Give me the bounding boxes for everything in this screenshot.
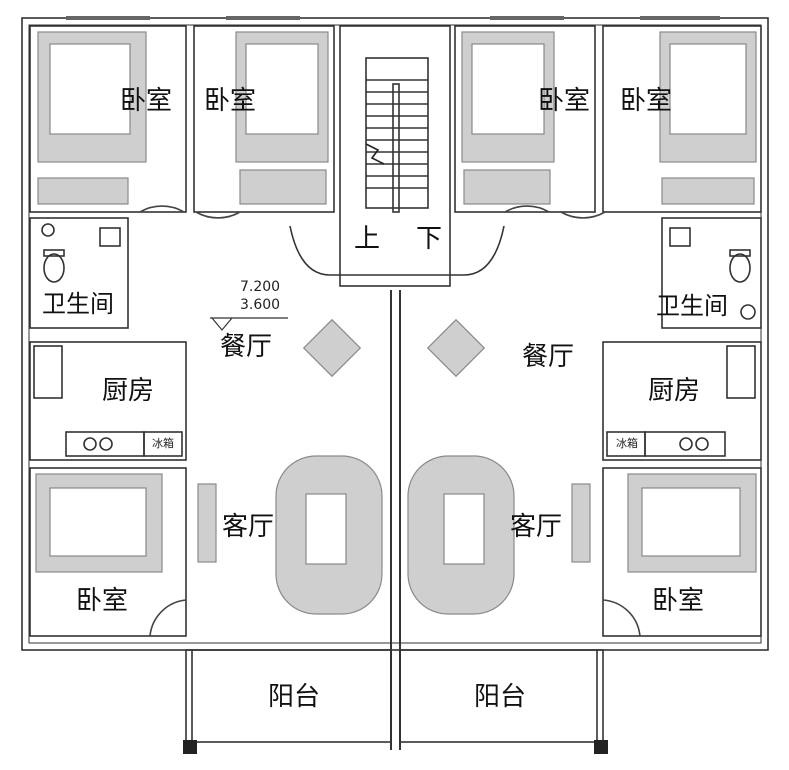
room-label-bedroom-top-4: 卧室	[620, 86, 673, 116]
room-label-kitchen-left: 厨房	[102, 376, 155, 406]
fridge-label-right: 冰箱	[616, 437, 638, 450]
stair-landing-arc	[289, 225, 505, 276]
room-label-dining-right: 餐厅	[522, 342, 575, 372]
coffee-table-left	[305, 493, 347, 565]
stair-well	[339, 25, 451, 287]
kitchen-left-walls	[29, 341, 187, 461]
elevation-lower: 3.600	[240, 297, 281, 313]
fridge-label-left: 冰箱	[152, 437, 174, 450]
room-label-kitchen-right: 厨房	[648, 376, 701, 406]
corner-post-left	[183, 740, 197, 754]
bedroom-bottom-left-walls	[29, 467, 187, 637]
room-label-living-left: 客厅	[222, 512, 275, 542]
room-label-bedroom-bottom-left: 卧室	[76, 586, 129, 616]
room-label-bedroom-top-2: 卧室	[204, 86, 257, 116]
room-label-bedroom-top-1: 卧室	[120, 86, 173, 116]
bedroom-top-3-walls	[454, 25, 596, 213]
room-label-bath-right: 卫生间	[656, 292, 728, 320]
room-label-living-right: 客厅	[510, 512, 563, 542]
room-label-balcony-right: 阳台	[474, 682, 527, 712]
bedroom-top-1-walls	[29, 25, 187, 213]
bedroom-top-4-walls	[602, 25, 762, 213]
elevation-upper: 7.200	[240, 279, 281, 295]
dining-table-right	[426, 318, 486, 378]
outer-wall	[21, 17, 769, 651]
bath-left-walls	[29, 217, 129, 329]
stair-handrail	[392, 83, 400, 213]
bedroom-bottom-right-walls	[602, 467, 762, 637]
stair-inner	[365, 57, 429, 209]
bath-right-walls	[661, 217, 762, 329]
room-label-bedroom-top-3: 卧室	[538, 86, 591, 116]
bedroom-top-2-walls	[193, 25, 335, 213]
balcony-right-walls	[399, 649, 604, 743]
corner-post-right	[594, 740, 608, 754]
balcony-left-walls	[185, 649, 392, 743]
room-label-bath-left: 卫生间	[42, 290, 114, 318]
room-label-bedroom-bottom-right: 卧室	[652, 586, 705, 616]
outer-wall-inner	[28, 24, 762, 644]
kitchen-right-walls	[602, 341, 762, 461]
stair-up-label: 上	[354, 224, 381, 254]
stair-down-label: 下	[416, 224, 443, 254]
dining-table-left	[302, 318, 362, 378]
room-label-dining-left: 餐厅	[220, 332, 273, 362]
coffee-table-right	[443, 493, 485, 565]
room-label-balcony-left: 阳台	[268, 682, 321, 712]
